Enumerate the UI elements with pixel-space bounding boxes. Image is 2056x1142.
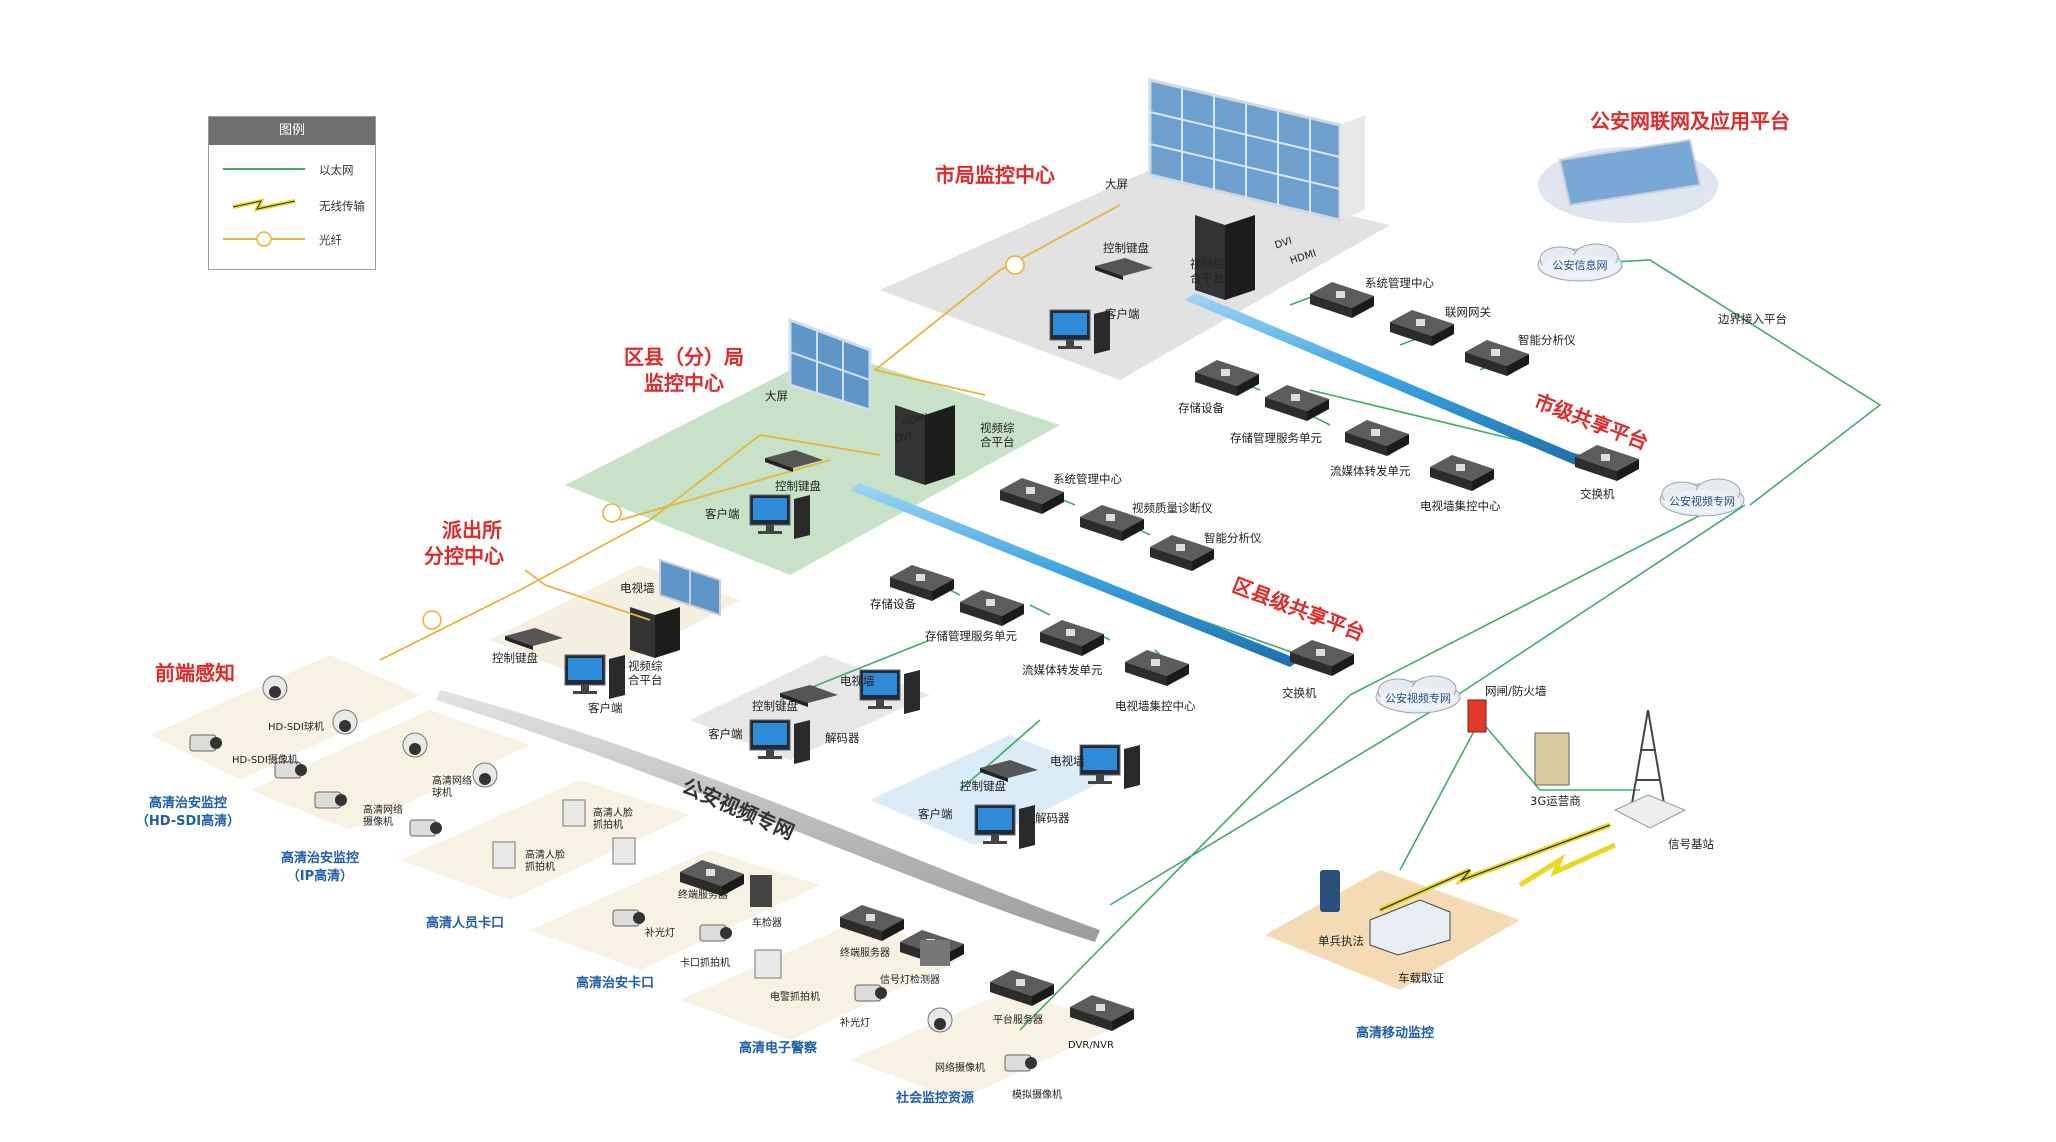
legend-row-fiber: 光纤 [209,227,375,251]
legend-row-wireless: 无线传输 [209,193,375,217]
station-client-label: 客户端 [588,701,623,715]
handheld-icon [1320,870,1340,912]
city-center-title: 市局监控中心 [935,163,1055,187]
district-system-mgmt-label: 系统管理中心 [1053,472,1122,486]
district-center-title-2: 监控中心 [644,371,724,395]
legend-title: 图例 [209,117,375,145]
city-keyboard-label: 控制键盘 [1103,241,1149,255]
frontend-title: 前端感知 [155,661,235,685]
city-system-mgmt-label: 系统管理中心 [1365,276,1434,290]
district-share-pipe [850,483,1300,667]
gray-keyboard-label: 控制键盘 [752,699,798,713]
ip-camera-label: 高清网络 摄像机 [363,805,403,828]
police-station-title-1: 派出所 [442,518,502,542]
district-storage-mgmt-label: 存储管理服务单元 [925,629,1017,643]
police-caption: 高清电子警察 [738,1041,818,1056]
city-center-floor [880,170,1390,380]
city-intelligent-label: 智能分析仪 [1518,333,1576,347]
mobile-caption: 高清移动监控 [1355,1026,1435,1041]
blue-group-floor [870,735,1115,845]
district-streaming-label: 流媒体转发单元 [1022,663,1103,677]
operator-3g-icon [1534,732,1570,786]
gray-client-label: 客户端 [708,727,743,741]
gateway-firewall-label: 网闸/防火墙 [1485,684,1547,698]
ip-caption: 高清治安监控 （IP高清） [280,851,360,884]
checkpoint-caption: 高清治安卡口 [575,976,655,991]
city-switch-label: 交换机 [1580,487,1615,501]
district-storage-label: 存储设备 [870,597,916,611]
legend-label: 无线传输 [319,199,365,213]
fill-light-2-label: 补光灯 [840,1018,870,1029]
base-station-label: 信号基站 [1668,837,1714,851]
blue-client-label: 客户端 [918,807,953,821]
video-net-mid-label: 公安视频专网 [1385,692,1451,705]
district-quality-label: 视频质量诊断仪 [1132,501,1213,515]
hdsdi-caption: 高清治安监控 （HD-SDI高清） [135,796,241,829]
city-gateway-label: 联网网关 [1445,305,1491,319]
station-tvwall-label: 电视墙 [620,581,655,595]
terminal-server-2-label: 终端服务器 [840,948,890,959]
legend-label: 光纤 [319,233,342,247]
hdsdi-dome-label: HD-SDI球机 [268,722,324,733]
fill-light-1-label: 补光灯 [645,928,675,939]
police-video-net-band [436,690,1100,942]
district-intelligent-label: 智能分析仪 [1204,531,1262,545]
boundary-platform-label: 边界接入平台 [1718,312,1787,326]
city-platform-label: 视频综 合平台 [1190,257,1225,285]
district-platform-label: 视频综 合平台 [980,421,1015,449]
network-cam-label: 网络摄像机 [935,1063,985,1074]
city-tvwall-label: 电视墙集控中心 [1420,499,1501,513]
gray-decoder-label: 解码器 [825,731,860,745]
city-client-label: 客户端 [1105,307,1140,321]
analog-cam-label: 模拟摄像机 [1012,1090,1062,1101]
legend: 图例 以太网 无线传输 光纤 [208,116,376,270]
public-app-title: 公安网联网及应用平台 [1590,109,1790,133]
city-storage-label: 存储设备 [1178,401,1224,415]
police-cam-label: 电警抓拍机 [770,992,820,1003]
fiber-lines [379,204,1121,661]
operator-3g-label: 3G运营商 [1530,794,1581,808]
city-share-pipe [1185,293,1590,467]
police-info-net-label: 公安信息网 [1552,259,1608,272]
social-caption: 社会监控资源 [895,1091,975,1106]
vehicle-detector-label: 车检器 [752,918,782,929]
face-cam-1-label: 高清人脸 抓拍机 [593,808,633,831]
district-big-screen-label: 大屏 [765,389,788,403]
city-streaming-label: 流媒体转发单元 [1330,464,1411,478]
police-station-title-2: 分控中心 [424,544,504,568]
face-cam-2-label: 高清人脸 抓拍机 [525,850,565,873]
vehicle-label: 车载取证 [1398,971,1444,985]
district-client-label: 客户端 [705,507,740,521]
district-tvwall-label: 电视墙集控中心 [1115,699,1196,713]
dvr-label: DVR/NVR [1068,1040,1114,1051]
video-net-right-label: 公安视频专网 [1669,495,1735,508]
platform-server-label: 平台服务器 [993,1015,1043,1026]
blue-tvwall-label: 电视墙 [1050,754,1085,768]
city-big-screen-label: 大屏 [1105,177,1128,191]
ip-dome-label: 高清网络 球机 [432,776,472,799]
station-platform-label: 视频综 合平台 [628,659,663,687]
district-center-title-1: 区县（分）局 [624,345,744,369]
district-switch-label: 交换机 [1282,686,1317,700]
checkpoint-cam-label: 卡口抓拍机 [680,958,730,969]
legend-label: 以太网 [319,163,354,177]
terminal-server-label: 终端服务器 [678,890,728,901]
base-station-icon [1629,709,1667,816]
face-caption: 高清人员卡口 [425,916,505,931]
blue-decoder-label: 解码器 [1035,811,1070,825]
firewall-icon [1467,699,1487,733]
hdsdi-camera-label: HD-SDI摄像机 [232,755,298,766]
legend-row-ethernet: 以太网 [209,157,375,181]
signal-detector-label: 信号灯检测器 [880,975,940,986]
blue-keyboard-label: 控制键盘 [960,779,1006,793]
city-storage-mgmt-label: 存储管理服务单元 [1230,431,1322,445]
gray-tvwall-label: 电视墙 [840,674,875,688]
single-soldier-label: 单兵执法 [1318,934,1364,948]
district-keyboard-label: 控制键盘 [775,479,821,493]
police-car-icon [1369,899,1451,956]
station-keyboard-label: 控制键盘 [492,651,538,665]
